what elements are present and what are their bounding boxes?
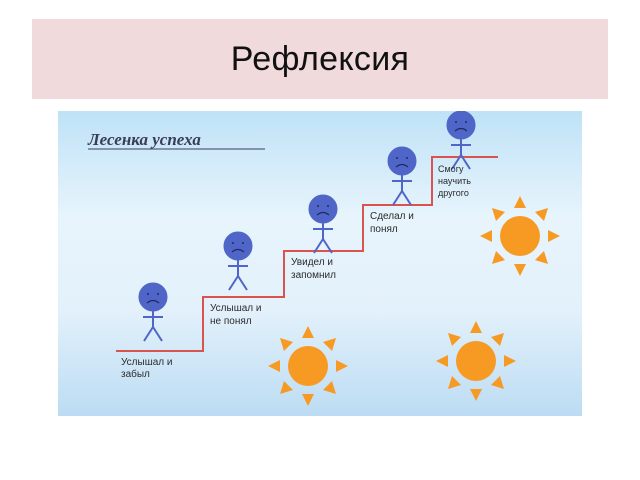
stick-figure-icon bbox=[446, 111, 476, 170]
ladder-illustration: Лесенка успеха Услышал и забыл Услышал и… bbox=[87, 111, 560, 406]
step-5-line-3: другого bbox=[438, 188, 469, 198]
stick-figure-icon bbox=[308, 194, 338, 254]
stick-figure-icon bbox=[138, 282, 168, 342]
ladder-heading: Лесенка успеха bbox=[87, 130, 201, 149]
stick-figure-icon bbox=[223, 231, 253, 291]
step-2-line-1: Услышал и bbox=[210, 303, 262, 314]
step-3-line-2: запомнил bbox=[291, 270, 336, 281]
step-1-line-2: забыл bbox=[121, 368, 150, 380]
sun-icon bbox=[436, 321, 516, 401]
step-4-line-2: понял bbox=[370, 224, 398, 235]
step-4-line-1: Сделал и bbox=[370, 211, 414, 222]
sun-icon bbox=[480, 196, 560, 276]
step-1-line-1: Услышал и bbox=[121, 357, 173, 368]
ladder-of-success-picture: Лесенка успеха Услышал и забыл Услышал и… bbox=[58, 111, 582, 416]
stick-figure-icon bbox=[387, 146, 417, 206]
stair-line bbox=[116, 156, 498, 352]
step-3-line-1: Увидел и bbox=[291, 257, 333, 268]
sun-icon bbox=[268, 326, 348, 406]
step-5-line-2: научить bbox=[438, 176, 471, 186]
slide-title: Рефлексия bbox=[230, 39, 410, 78]
step-5-line-1: Смогу bbox=[438, 164, 464, 174]
title-band: Рефлексия bbox=[32, 19, 608, 99]
step-2-line-2: не понял bbox=[210, 316, 252, 327]
